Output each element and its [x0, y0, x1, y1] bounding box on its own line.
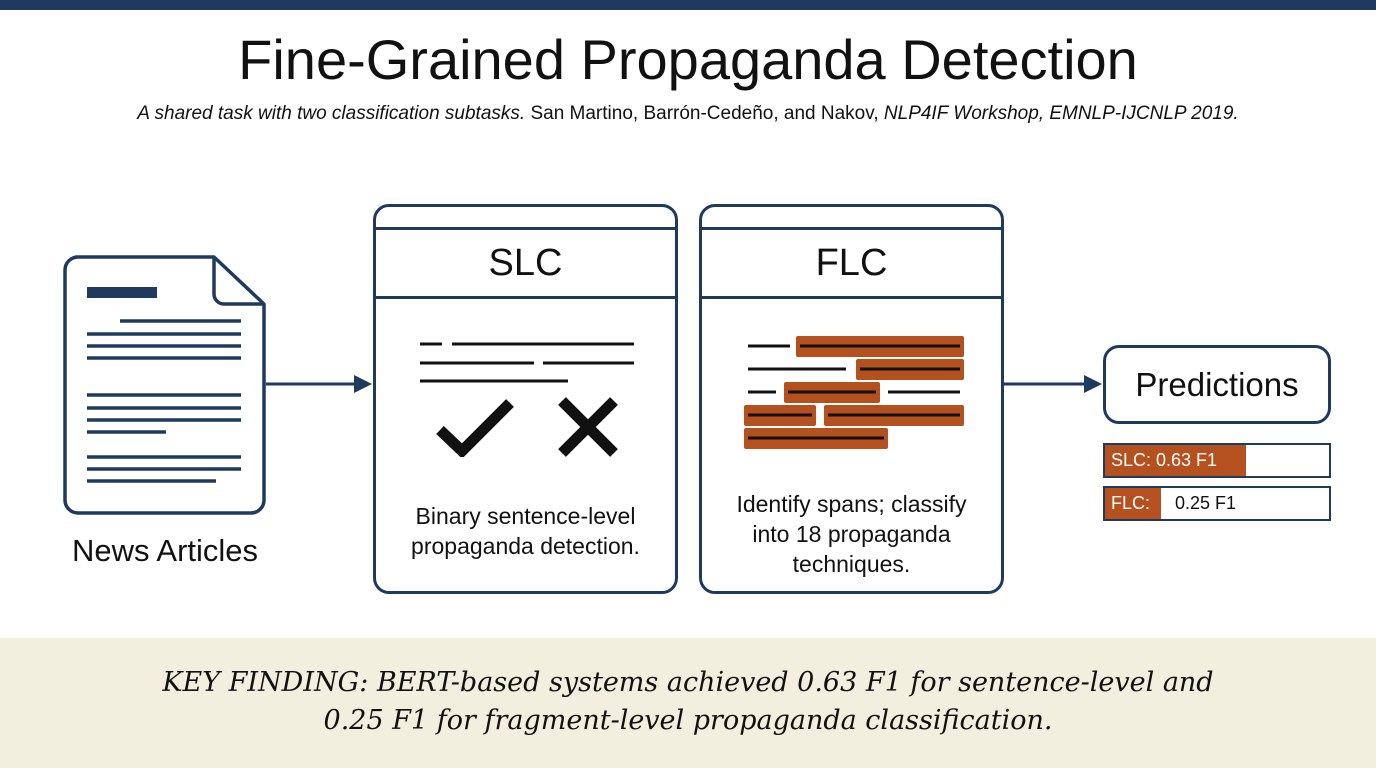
arrow-icon — [266, 375, 372, 393]
key-finding-line-1: KEY FINDING: BERT-based systems achieved… — [162, 667, 1214, 698]
predictions-box: Predictions — [1103, 345, 1331, 424]
slc-title: SLC — [376, 230, 675, 299]
flc-title: FLC — [702, 230, 1001, 299]
page-title: Fine-Grained Propaganda Detection — [238, 28, 1138, 91]
key-finding-footer: KEY FINDING: BERT-based systems achieved… — [0, 638, 1376, 768]
span-highlights-icon — [744, 336, 964, 449]
slc-description: Binary sentence-level propaganda detecti… — [411, 503, 640, 559]
slc-score-label: SLC: 0.63 F1 — [1111, 450, 1218, 470]
document-icon — [63, 255, 266, 515]
flc-score-label: FLC: — [1111, 493, 1151, 513]
subtitle-venue: NLP4IF Workshop, EMNLP-IJCNLP 2019. — [883, 103, 1239, 124]
panel-top-strip — [702, 207, 1001, 230]
key-finding-text: KEY FINDING: BERT-based systems achieved… — [0, 664, 1376, 740]
sentence-lines-icon — [420, 342, 634, 383]
check-icon — [436, 399, 514, 457]
flc-score-value: 0.25 F1 — [1175, 493, 1237, 513]
subtitle-lead: A shared task with two classification su… — [137, 103, 526, 124]
input-label: News Articles — [71, 533, 259, 568]
flc-description: Identify spans; classify into 18 propaga… — [736, 491, 967, 577]
key-finding-line-2: 0.25 F1 for fragment-level propaganda cl… — [323, 705, 1053, 736]
cross-icon — [558, 397, 618, 457]
page-subtitle: A shared task with two classification su… — [0, 101, 1376, 127]
flc-panel: FLC Identify spans; classify into 18 pro… — [699, 204, 1004, 594]
slc-score-fill — [1105, 445, 1246, 476]
slc-score-bar: SLC: 0.63 F1 — [1103, 443, 1331, 478]
top-accent-bar — [0, 0, 1376, 10]
flc-score-fill — [1105, 488, 1161, 519]
arrow-icon — [1004, 375, 1102, 393]
slc-panel: SLC Binary sentence-level propaganda det… — [373, 204, 678, 594]
panel-top-strip — [376, 207, 675, 230]
flc-score-bar: FLC: 0.25 F1 — [1103, 486, 1331, 521]
subtitle-authors: San Martino, Barrón-Cedeño, and Nakov, — [525, 103, 884, 124]
